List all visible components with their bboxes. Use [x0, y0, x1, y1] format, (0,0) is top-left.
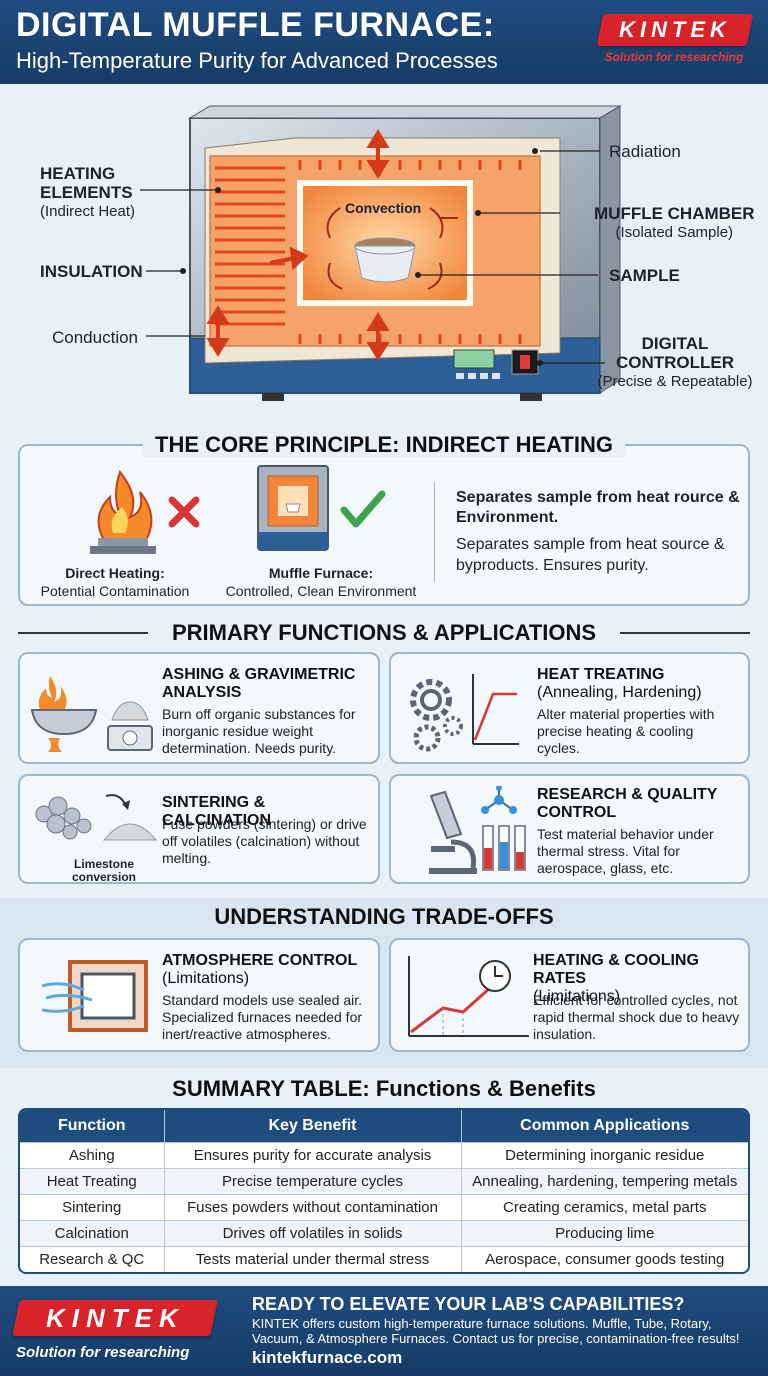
functions-title: PRIMARY FUNCTIONS & APPLICATIONS [171, 620, 597, 645]
card-ashing: ASHING & GRAVIMETRIC ANALYSIS Burn off o… [18, 652, 380, 764]
table-cell: Ensures purity for accurate analysis [163, 1141, 461, 1168]
heat-treating-title: HEAT TREATING (Annealing, Hardening) [537, 666, 702, 701]
table-cell: Research & QC [20, 1245, 164, 1272]
table-cell: Heat Treating [20, 1167, 164, 1194]
sintering-description: Fuse powders (sintering) or drive off vo… [162, 816, 367, 866]
table-cell: Sintering [20, 1193, 164, 1220]
microscope-icon [429, 786, 526, 874]
table-header: Common Applications [460, 1110, 748, 1142]
rates-graph-icon [408, 956, 529, 1037]
header-brand-logo[interactable]: KINTEK Solution for researching [594, 14, 754, 64]
muffle-furnace-caption: Muffle Furnace: Controlled, Clean Enviro… [225, 565, 417, 599]
research-title: RESEARCH & QUALITY CONTROL [537, 786, 718, 821]
rates-title: HEATING & COOLING RATES (Limitations) [533, 952, 699, 1005]
label-radiation: Radiation [609, 142, 681, 161]
label-digital-controller: DIGITAL CONTROLLER (Precise & Repeatable… [597, 334, 753, 390]
table-title: SUMMARY TABLE: Functions & Benefits [172, 1076, 596, 1101]
muffle-furnace-icon [257, 465, 386, 551]
furnace-illustration [140, 105, 622, 401]
table-header-row: Function Key Benefit Common Applications [20, 1110, 748, 1142]
page-subtitle: High-Temperature Purity for Advanced Pro… [16, 48, 498, 73]
principle-divider [434, 482, 435, 582]
table-cell: Ashing [20, 1141, 164, 1168]
table-cell: Determining inorganic residue [460, 1141, 748, 1168]
footer-brand-logo[interactable]: KINTEK Solution for researching [12, 1300, 226, 1361]
principle-title: THE CORE PRINCIPLE: INDIRECT HEATING [0, 432, 768, 458]
brand-logo-box: KINTEK [12, 1300, 218, 1336]
table-cell: Fuses powders without contamination [163, 1193, 461, 1220]
table-cell: Calcination [20, 1219, 164, 1246]
card-heating-cooling-rates: HEATING & COOLING RATES (Limitations) Ef… [389, 938, 750, 1052]
table-cell: Drives off volatiles in solids [163, 1219, 461, 1246]
footer-cta: READY TO ELEVATE YOUR LAB'S CAPABILITIES… [252, 1294, 685, 1314]
card-heat-treating: HEAT TREATING (Annealing, Hardening) Alt… [389, 652, 750, 764]
label-muffle-chamber: MUFFLE CHAMBER (Isolated Sample) [594, 204, 755, 241]
ashing-description: Burn off organic substances for inorgani… [162, 706, 356, 756]
rates-description: Efficient for controlled cycles, not rap… [533, 992, 740, 1042]
page-title: DIGITAL MUFFLE FURNACE: [16, 6, 495, 44]
divider-right [620, 632, 750, 634]
table-cell: Precise temperature cycles [163, 1167, 461, 1194]
brand-tagline: Solution for researching [604, 50, 744, 64]
website-link[interactable]: kintekfurnace.com [252, 1348, 403, 1367]
footer-description: KINTEK offers custom high-temperature fu… [252, 1316, 740, 1346]
label-insulation: INSULATION [40, 262, 143, 281]
header-banner: DIGITAL MUFFLE FURNACE: High-Temperature… [0, 0, 768, 84]
table-cell: Producing lime [460, 1219, 748, 1246]
label-heating-elements: HEATING ELEMENTS (Indirect Heat) [40, 164, 136, 220]
label-conduction: Conduction [52, 328, 139, 347]
ashing-title: ASHING & GRAVIMETRIC ANALYSIS [162, 666, 356, 701]
brand-logo-box: KINTEK [596, 14, 754, 46]
card-atmosphere-control: ATMOSPHERE CONTROL (Limitations) Standar… [18, 938, 380, 1052]
principle-body: Separates sample from heat source & bypr… [456, 536, 725, 574]
atmosphere-description: Standard models use sealed air. Speciali… [162, 992, 363, 1042]
table-cell: Creating ceramics, metal parts [460, 1193, 748, 1220]
furnace-diagram: HEATING ELEMENTS (Indirect Heat) INSULAT… [0, 88, 768, 428]
ashing-icon [30, 676, 153, 752]
table-cell: Aerospace, consumer goods testing [460, 1245, 748, 1272]
label-convection: Convection [345, 200, 422, 216]
table-cell: Annealing, hardening, tempering metals [460, 1167, 748, 1194]
tradeoffs-title: UNDERSTANDING TRADE-OFFS [214, 904, 554, 929]
footer-banner: KINTEK Solution for researching READY TO… [0, 1286, 768, 1376]
table-header: Function [20, 1110, 164, 1142]
research-description: Test material behavior under thermal str… [537, 826, 714, 876]
heat-treating-description: Alter material properties with precise h… [537, 706, 715, 756]
gears-graph-icon [410, 674, 519, 752]
direct-heating-icon [90, 469, 200, 554]
atmosphere-icon [42, 960, 148, 1032]
brand-tagline: Solution for researching [16, 1344, 190, 1361]
direct-heating-caption: Direct Heating: Potential Contamination [40, 565, 190, 599]
powder-icon [35, 794, 158, 841]
summary-table: Function Key Benefit Common Applications… [18, 1108, 750, 1274]
sintering-title: SINTERING & CALCINATION [162, 794, 272, 829]
table-header: Key Benefit [163, 1110, 461, 1142]
card-sintering: Limestone conversion SINTERING & CALCINA… [18, 774, 380, 884]
label-sample: SAMPLE [609, 266, 680, 285]
principle-headline: Separates sample from heat rource & Envi… [456, 489, 740, 526]
atmosphere-title: ATMOSPHERE CONTROL (Limitations) [162, 952, 358, 987]
table-cell: Tests material under thermal stress [163, 1245, 461, 1272]
core-principle-card: Direct Heating: Potential Contamination … [18, 444, 750, 606]
sintering-note: Limestone conversion [71, 857, 137, 884]
card-research-qc: RESEARCH & QUALITY CONTROL Test material… [389, 774, 750, 884]
divider-left [18, 632, 148, 634]
